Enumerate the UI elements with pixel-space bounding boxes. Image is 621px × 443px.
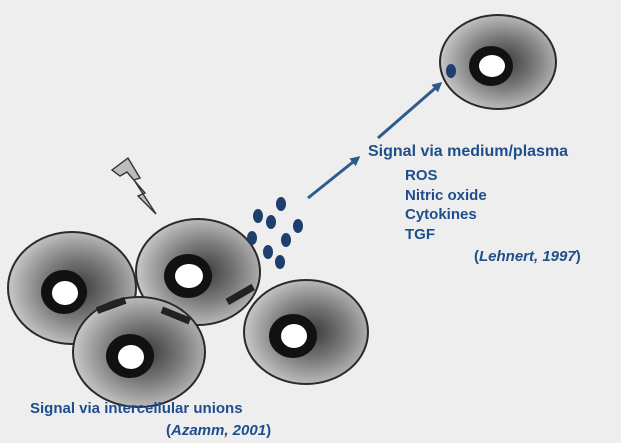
medium-mediator-list: ROS Nitric oxide Cytokines TGF — [405, 166, 487, 244]
cell-right — [244, 280, 368, 384]
molecule — [247, 231, 257, 245]
union-citation: (Azamm, 2001) — [166, 422, 271, 439]
mediator-item: Nitric oxide — [405, 186, 487, 206]
mediator-item: ROS — [405, 166, 487, 186]
cell-target — [440, 15, 556, 109]
arrow-to-medium — [308, 158, 358, 198]
citation-author: Lehnert, 1997 — [479, 248, 576, 265]
molecule — [276, 197, 286, 211]
molecule — [281, 233, 291, 247]
union-signal-title: Signal via intercellular unions — [30, 400, 243, 417]
molecule — [275, 255, 285, 269]
citation-close-paren: ) — [266, 422, 271, 439]
citation-author: Azamm, 2001 — [171, 422, 266, 439]
cell-bottom — [73, 297, 205, 407]
citation-close-paren: ) — [576, 248, 581, 265]
lightning-bolt-icon — [112, 158, 156, 214]
receptor — [446, 64, 456, 78]
molecule — [266, 215, 276, 229]
molecule — [263, 245, 273, 259]
mediator-item: Cytokines — [405, 205, 487, 225]
medium-signal-title: Signal via medium/plasma — [368, 143, 568, 161]
medium-citation: (Lehnert, 1997) — [474, 248, 581, 265]
molecule — [253, 209, 263, 223]
mediator-item: TGF — [405, 225, 487, 245]
molecule — [293, 219, 303, 233]
arrow-to-target-cell — [378, 84, 440, 138]
